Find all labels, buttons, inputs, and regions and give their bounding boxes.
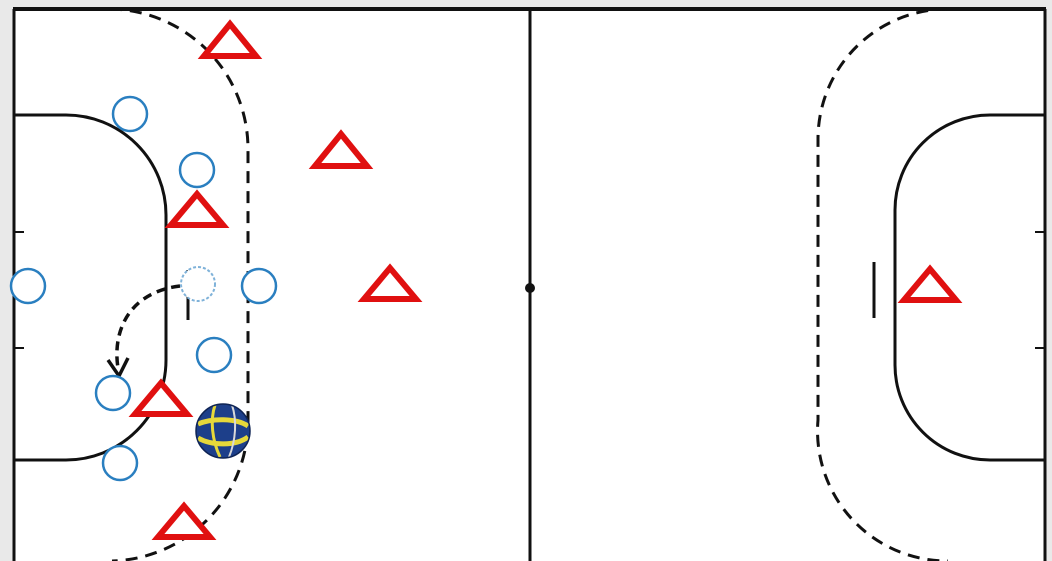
defender-circle-icon: [240, 267, 278, 305]
center-point: [525, 283, 535, 293]
attacker-triangle-icon: [197, 19, 263, 59]
right-free-throw-line: [816, 7, 949, 561]
goalkeeper-triangle-icon: [897, 264, 963, 303]
dashed-curved-arrow-icon: [115, 284, 181, 369]
attacker-triangle-icon: [164, 189, 230, 228]
defender-circle-icon: [101, 444, 139, 482]
attacker-triangle-icon: [128, 378, 194, 417]
attacker-triangle-icon: [151, 501, 217, 540]
ball-icon: [195, 403, 251, 459]
attacker-triangle-icon: [357, 263, 423, 302]
defender-circle-icon: [195, 336, 233, 374]
ghost-defender-circle-icon: [180, 266, 216, 302]
defender-circle-icon: [178, 151, 216, 189]
left-free-throw-line: [109, 7, 250, 561]
defender-circle-icon: [94, 374, 132, 412]
right-goal-area-line: [893, 113, 1045, 462]
defender-circle-icon: [111, 95, 149, 133]
defender-circle-icon: [9, 267, 47, 305]
attacker-triangle-icon: [308, 129, 374, 169]
